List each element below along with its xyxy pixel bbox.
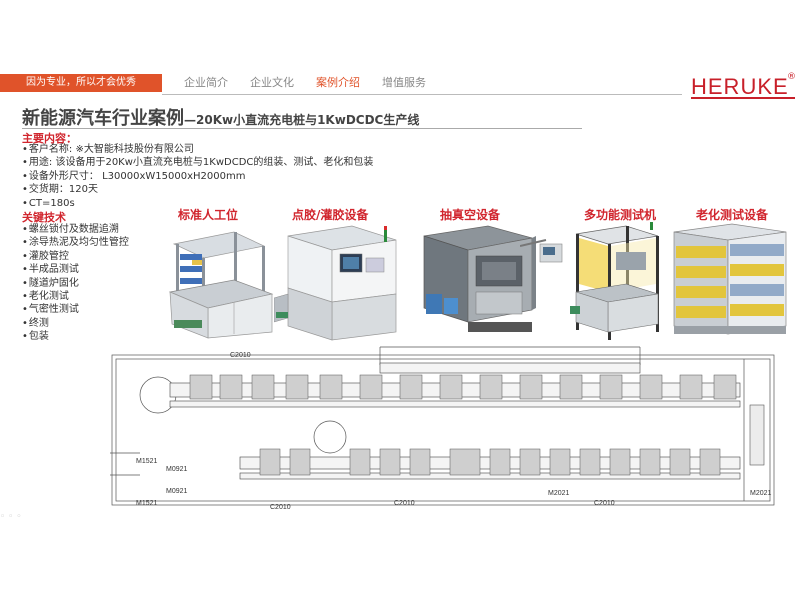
info-delivery: 交货期：120天 xyxy=(22,183,373,196)
production-line-layout: C2010 M1521 M0921 M0921 M1521 C2010 C201… xyxy=(110,346,775,511)
tech-item: 包装 xyxy=(22,330,129,343)
key-tech-list: 螺丝锁付及数据追溯 涂导热泥及均匀性管控 灌胶管控 半成品测试 隧道炉固化 老化… xyxy=(22,223,129,344)
dispensing-machine-image xyxy=(274,225,397,341)
tech-item: 螺丝锁付及数据追溯 xyxy=(22,223,129,236)
nav-item-value-added-services[interactable]: 增值服务 xyxy=(382,76,426,89)
main-content-heading: 主要内容： xyxy=(22,132,77,145)
layout-label: M2021 xyxy=(750,490,772,497)
nav-item-cases[interactable]: 案例介绍 xyxy=(316,76,360,89)
tech-item: 终测 xyxy=(22,317,129,330)
equipment-label-multi-test: 多功能测试机 xyxy=(584,208,657,222)
layout-label: M0921 xyxy=(166,466,188,473)
info-ct: CT=180s xyxy=(22,197,373,210)
vacuum-machine-image xyxy=(423,225,536,332)
equipment-label-vacuum: 抽真空设备 xyxy=(440,208,501,222)
info-usage: 用途: 该设备用于20Kw小直流充电桩与1KwDCDC的组装、测试、老化和包装 xyxy=(22,156,373,169)
layout-label: M2021 xyxy=(548,490,570,497)
tech-item: 隧道炉固化 xyxy=(22,277,129,290)
logo-underline xyxy=(691,97,795,99)
tech-item: 半成品测试 xyxy=(22,263,129,276)
page-title: 新能源汽车行业案例—20Kw小直流充电桩与1KwDCDC生产线 xyxy=(22,104,419,130)
manual-workstation-image xyxy=(168,231,274,339)
title-main: 新能源汽车行业案例 xyxy=(22,108,184,129)
layout-label: C2010 xyxy=(230,352,251,359)
layout-label: C2010 xyxy=(394,500,415,507)
info-customer: 客户名称: ※大智能科技股份有限公司 xyxy=(22,143,373,156)
multi-test-machine-image xyxy=(570,222,659,340)
title-underline xyxy=(22,128,582,129)
equipment-label-aging-test: 老化测试设备 xyxy=(696,208,769,222)
logo-text: HERUKE xyxy=(691,74,789,99)
key-tech-heading: 关键技术 xyxy=(22,211,66,224)
title-subtitle: —20Kw小直流充电桩与1KwDCDC生产线 xyxy=(184,113,420,127)
tech-item: 灌胶管控 xyxy=(22,250,129,263)
layout-label: C2010 xyxy=(594,500,615,507)
aging-test-machine-image xyxy=(673,223,787,335)
layout-label: M0921 xyxy=(166,488,188,495)
nav-item-company-intro[interactable]: 企业简介 xyxy=(184,76,228,89)
nav-item-company-culture[interactable]: 企业文化 xyxy=(250,76,294,89)
info-list: 客户名称: ※大智能科技股份有限公司 用途: 该设备用于20Kw小直流充电桩与1… xyxy=(22,143,373,210)
tech-item: 涂导热泥及均匀性管控 xyxy=(22,236,129,249)
slogan-banner: 因为专业，所以才会优秀 xyxy=(0,74,162,92)
layout-label: M1521 xyxy=(136,500,158,507)
tech-item: 气密性测试 xyxy=(22,303,129,316)
layout-label: C2010 xyxy=(270,504,291,511)
heruke-logo: HERUKE ® xyxy=(691,72,796,102)
registered-mark: ® xyxy=(787,72,796,82)
nav-divider xyxy=(162,94,682,95)
tech-item: 老化测试 xyxy=(22,290,129,303)
control-panel-image xyxy=(520,239,563,263)
layout-label: M1521 xyxy=(136,458,158,465)
equipment-label-dispensing: 点胶/灌胶设备 xyxy=(292,208,369,222)
info-dimensions: 设备外形尺寸： L30000xW15000xH2000mm xyxy=(22,170,373,183)
top-nav: 企业简介 企业文化 案例介绍 增值服务 xyxy=(162,74,426,92)
equipment-label-manual-station: 标准人工位 xyxy=(178,208,239,222)
page-indicator-icons: ◦ ◦ ◦ xyxy=(0,512,22,522)
